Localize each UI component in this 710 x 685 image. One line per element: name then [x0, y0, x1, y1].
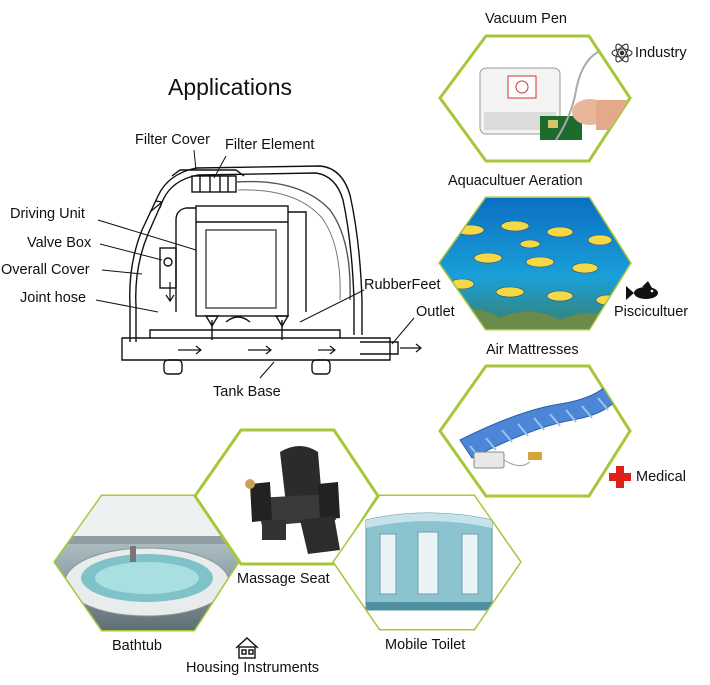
pump-driving-unit — [195, 205, 289, 317]
page-title: Applications — [168, 74, 293, 100]
label-rubber-feet: RubberFeet — [364, 277, 441, 293]
pump-diagram — [95, 149, 422, 379]
pump-tank-base — [121, 337, 391, 361]
label-air-mattresses: Air Mattresses — [486, 342, 579, 358]
hex-massage-seat — [193, 428, 380, 566]
pump-outlet — [360, 341, 399, 355]
pump-filter-element — [191, 175, 237, 193]
label-outlet: Outlet — [416, 304, 455, 320]
label-bathtub: Bathtub — [112, 638, 162, 654]
pump-valve-box — [159, 247, 177, 289]
label-filter-cover: Filter Cover — [135, 132, 210, 148]
hex-air-mattress — [438, 364, 632, 498]
label-joint-hose: Joint hose — [20, 290, 87, 306]
label-housing-instruments: Housing Instruments — [186, 660, 319, 676]
atom-icon — [611, 43, 633, 63]
label-massage-seat: Massage Seat — [237, 571, 330, 587]
pump-overall-cover — [129, 165, 363, 342]
pump-filter-cover — [171, 169, 245, 177]
house-icon — [235, 637, 259, 659]
hex-mobile-toilet — [332, 494, 522, 631]
medical-cross-icon — [609, 466, 631, 488]
fish-icon — [626, 281, 658, 300]
hex-aquaculture — [438, 196, 632, 331]
label-mobile-toilet: Mobile Toilet — [385, 637, 466, 653]
label-tank-base: Tank Base — [213, 384, 281, 400]
label-vacuum-pen: Vacuum Pen — [485, 11, 567, 27]
label-industry: Industry — [635, 45, 687, 61]
leader-lines — [95, 149, 415, 379]
pump-rubber-foot — [163, 359, 183, 375]
label-pisciculture: Piscicultuer — [614, 304, 689, 320]
label-medical: Medical — [636, 469, 686, 485]
label-overall-cover: Overall Cover — [1, 262, 90, 278]
hex-vacuum-pen — [438, 34, 632, 163]
pump-rubber-foot — [311, 359, 331, 375]
label-valve-box: Valve Box — [27, 235, 92, 251]
label-driving-unit: Driving Unit — [10, 206, 85, 222]
airflow-arrows — [149, 200, 422, 355]
label-filter-element: Filter Element — [225, 137, 315, 153]
label-aquaculture: Aquacultuer Aeration — [448, 173, 583, 189]
